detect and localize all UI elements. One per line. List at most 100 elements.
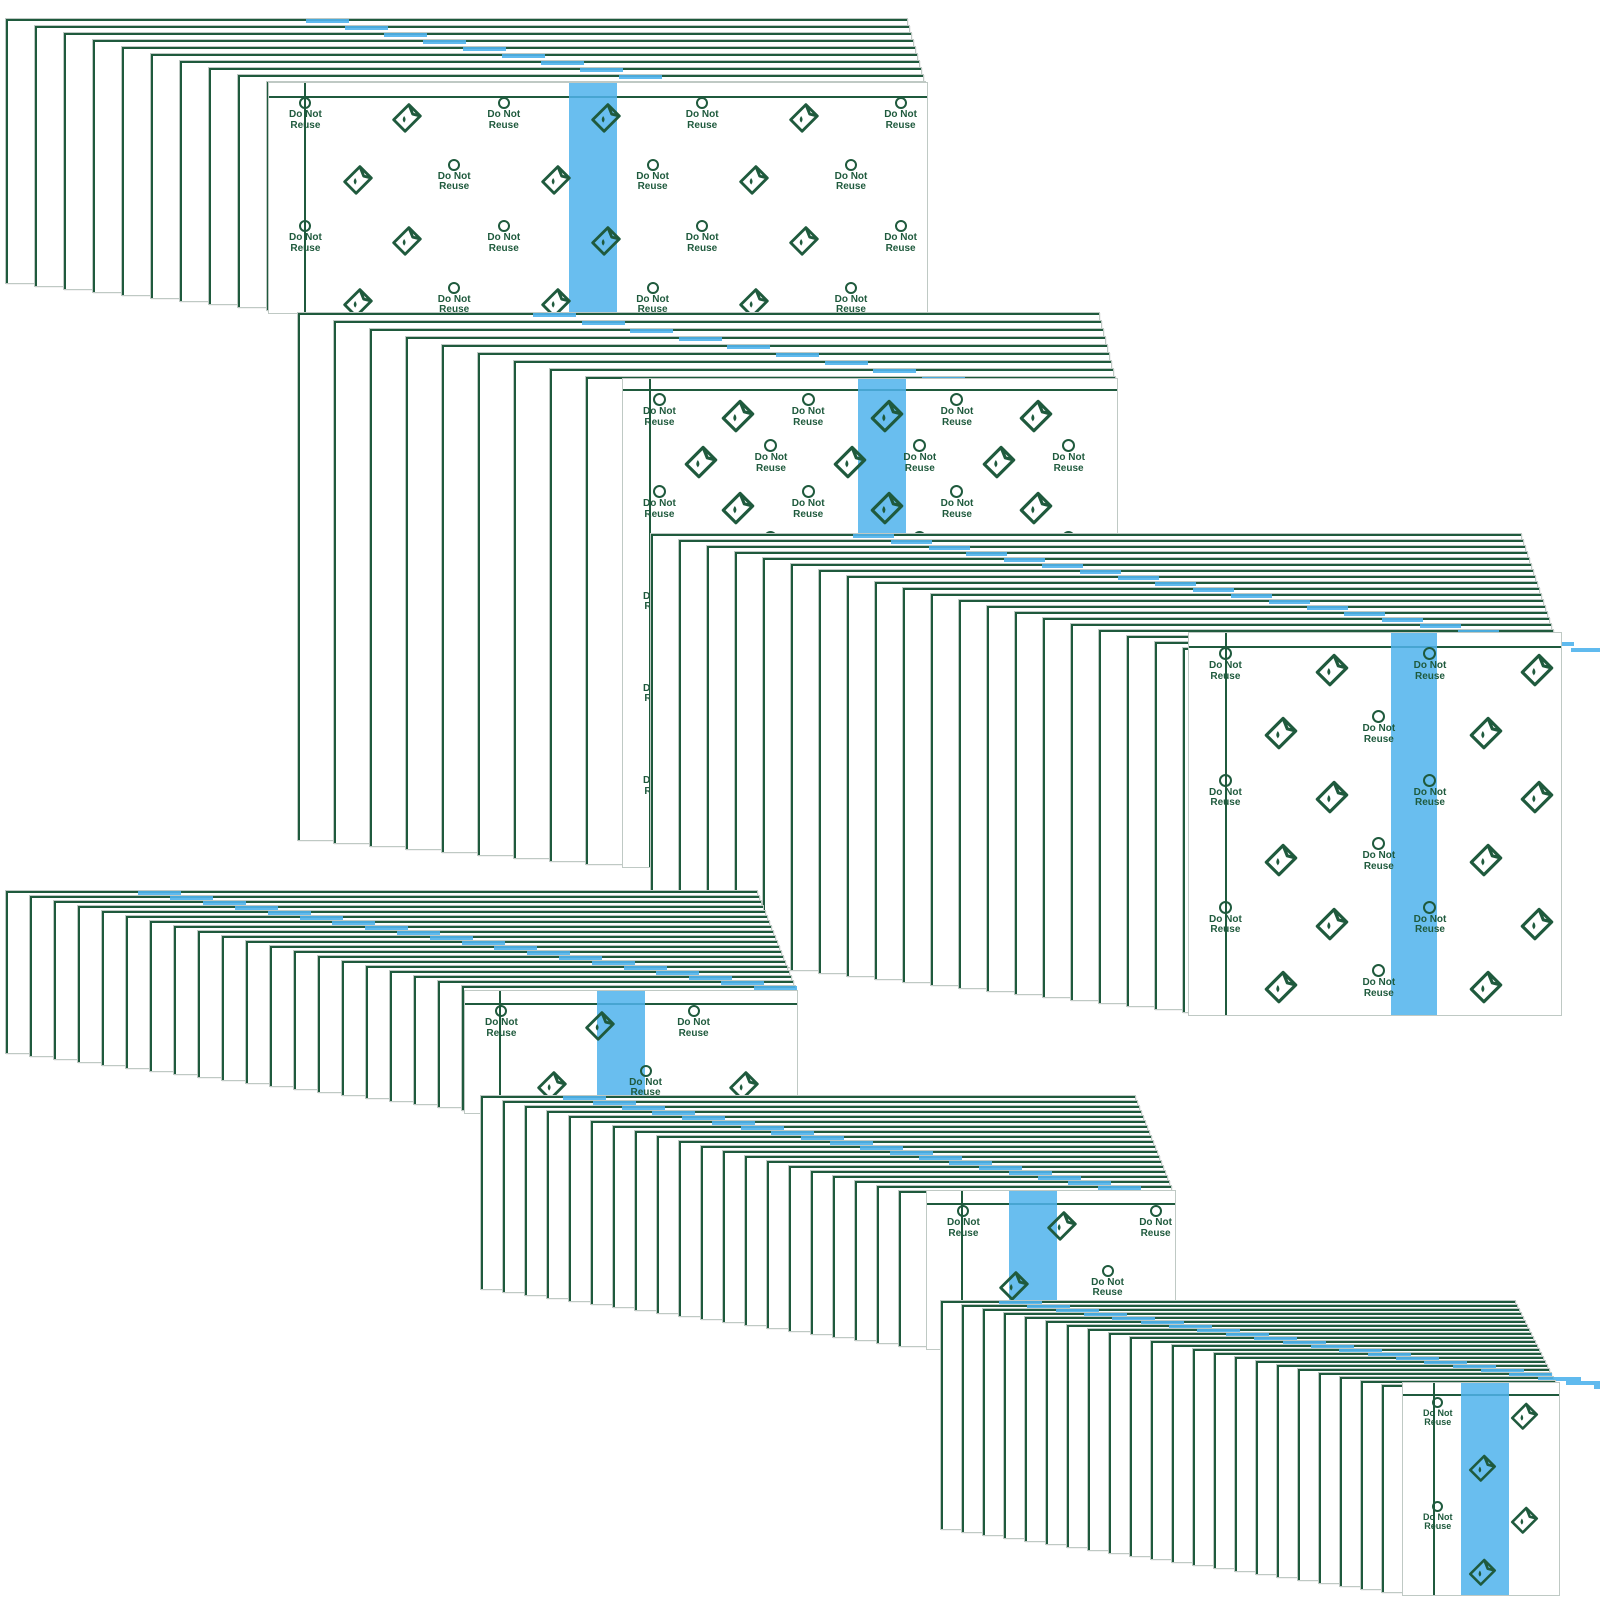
no-reuse-icon [957,1205,970,1217]
no-reuse-icon [1062,439,1076,453]
blue-tab-edge [1339,1349,1383,1353]
peel-corner-icon [585,1011,615,1041]
no-reuse-icon [1101,1264,1114,1277]
no-reuse-icon [299,220,312,232]
no-reuse-icon [687,1005,700,1017]
no-reuse-icon [801,393,815,406]
do-not-reuse-label: Do Not Reuse [677,1017,710,1039]
blue-tab-edge [1395,1357,1439,1361]
blue-tab-edge [652,1111,696,1115]
no-reuse-icon [913,439,927,453]
no-reuse-icon [1432,1397,1444,1408]
blue-tab-edge [592,1101,636,1105]
blue-tab-edge [966,552,1008,556]
do-not-reuse-label: Do Not Reuse [1423,1511,1453,1532]
blue-tab-edge [770,1131,814,1135]
do-not-reuse-label: Do Not Reuse [485,1017,518,1039]
peel-corner-icon [1469,717,1503,750]
no-reuse-icon [1218,647,1232,660]
blue-tab-edge [853,534,894,538]
no-reuse-icon [497,97,510,109]
no-reuse-icon [497,220,510,232]
blue-tab-edge [890,540,932,544]
peel-corner-icon [392,226,422,256]
do-not-reuse-label: Do Not Reuse [1413,786,1447,809]
blue-tab-edge [678,337,722,341]
blue-tab-edge [978,1166,1022,1170]
blue-tab-edge [688,976,732,980]
blue-tab-edge [928,546,970,550]
do-not-reuse-label: Do Not Reuse [643,406,676,428]
do-not-reuse-label: Do Not Reuse [1209,786,1242,809]
do-not-reuse-mark: Do Not Reuse [1362,837,1395,872]
do-not-reuse-label: Do Not Reuse [437,293,471,314]
blue-tab-edge [727,345,771,349]
blue-release-tab [1391,633,1437,1015]
peel-corner-icon [590,226,621,256]
no-reuse-icon [495,1005,508,1017]
no-reuse-icon [696,220,709,232]
do-not-reuse-mark: Do Not Reuse [1414,647,1446,682]
blue-tab-edge [776,353,819,357]
do-not-reuse-mark: Do Not Reuse [1362,964,1395,999]
do-not-reuse-mark: Do Not Reuse [686,220,719,254]
blue-tab-edge [1084,1313,1128,1317]
blue-tab-edge [1310,1345,1354,1349]
blue-tab-edge [462,47,506,51]
peel-corner-icon [1510,1506,1538,1534]
peel-corner-icon [1510,1402,1538,1430]
do-not-reuse-mark: Do Not Reuse [1209,647,1242,682]
blue-tab-edge [830,1141,874,1145]
blue-tab-edge [1067,1181,1111,1185]
peel-corner-icon [1520,780,1554,814]
no-reuse-icon [1432,1500,1444,1512]
peel-corner-icon [590,103,621,133]
peel-corner-icon [1316,907,1349,941]
peel-corner-icon [684,445,718,479]
do-not-reuse-label: Do Not Reuse [685,232,719,254]
no-reuse-icon [1372,710,1386,724]
no-reuse-icon [1149,1205,1162,1217]
no-reuse-icon [844,281,857,294]
blue-tab-edge [622,1106,666,1110]
blue-tab-edge [1042,564,1083,568]
peel-corner-icon [1520,907,1554,941]
do-not-reuse-mark: Do Not Reuse [1209,900,1242,936]
do-not-reuse-mark: Do Not Reuse [487,220,520,254]
do-not-reuse-label: Do Not Reuse [1209,913,1242,936]
blue-tab-edge [1282,1341,1326,1345]
blue-tab-edge [300,916,343,920]
blue-tab-edge [462,941,505,945]
blue-tab-edge [1004,558,1046,562]
blue-release-tab [597,991,645,1113]
peel-corner-icon [1019,492,1053,525]
do-not-reuse-label: Do Not Reuse [1413,913,1447,936]
do-not-reuse-mark: Do Not Reuse [1052,439,1085,474]
do-not-reuse-label: Do Not Reuse [940,406,974,428]
blue-tab-edge [1169,1325,1213,1329]
peel-corner-icon [537,1070,567,1101]
blue-tab-edge [711,1121,755,1125]
do-not-reuse-mark: Do Not Reuse [643,393,676,428]
do-not-reuse-mark: Do Not Reuse [289,220,322,254]
peel-corner-icon [739,287,770,313]
front-dressing-sheet: Do Not Reuse Do Not Reuse Do Not Reuse Do N… [1188,632,1562,1016]
blue-tab-edge [949,1161,993,1165]
blue-tab-edge [1097,1186,1141,1190]
blue-tab-edge [919,1156,963,1160]
peel-corner-icon [1520,653,1554,687]
do-not-reuse-mark: Do Not Reuse [792,485,825,520]
blue-tab-edge [384,33,428,37]
peel-corner-icon [722,492,755,525]
blue-tab-edge [1038,1176,1082,1180]
peel-corner-icon [1264,717,1298,750]
peel-corner-icon [541,287,571,313]
no-reuse-icon [652,393,666,406]
no-reuse-icon [1423,900,1437,914]
blue-tab-edge [526,951,570,955]
blue-tab-edge [1382,618,1424,622]
do-not-reuse-mark: Do Not Reuse [1413,773,1447,809]
do-not-reuse-label: Do Not Reuse [834,170,868,192]
blue-tab-edge [1197,1329,1241,1333]
